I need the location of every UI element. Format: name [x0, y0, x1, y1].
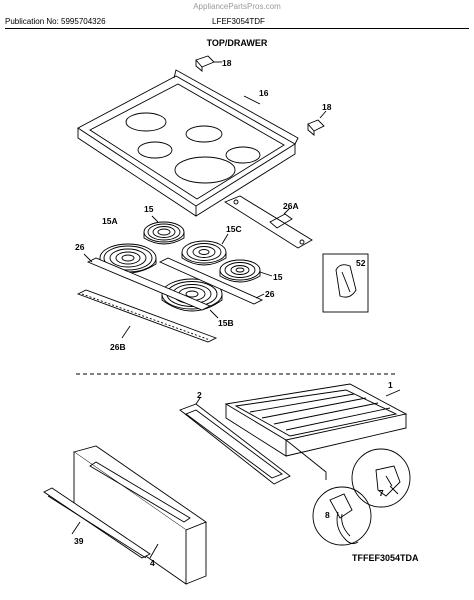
section-title: TOP/DRAWER — [206, 38, 268, 48]
model-number: LFEF3054TDF — [212, 17, 265, 26]
callout-18a: 18 — [222, 58, 232, 68]
handle-39 — [43, 487, 151, 559]
cooktop-part — [77, 69, 299, 217]
watermark: AppliancePartsPros.com — [193, 2, 281, 11]
callout-26a: 26A — [283, 201, 299, 211]
callout-18b: 18 — [322, 102, 332, 112]
callout-8: 8 — [325, 510, 330, 520]
callout-15b: 15B — [218, 318, 234, 328]
callout-15-right: 15 — [273, 272, 283, 282]
callout-2: 2 — [197, 390, 202, 400]
part-52-box — [322, 253, 369, 313]
callout-52: 52 — [356, 258, 366, 268]
clip-18-left — [195, 55, 222, 72]
callout-15-top: 15 — [144, 204, 154, 214]
callout-26-left: 26 — [75, 242, 85, 252]
part-8-switch — [329, 493, 359, 545]
publication-number: Publication No: 5995704326 — [5, 17, 106, 26]
callout-26b: 26B — [110, 342, 126, 352]
burner-15c — [181, 233, 229, 266]
callout-15a: 15A — [102, 216, 118, 226]
header-divider — [5, 28, 469, 29]
callout-1: 1 — [388, 380, 393, 390]
callout-39: 39 — [74, 536, 84, 546]
diagram-code: TFFEF3054TDA — [352, 553, 419, 563]
callout-16: 16 — [259, 88, 269, 98]
burner-15a — [99, 243, 157, 274]
trim-strip-26-left — [83, 253, 212, 311]
burner-15-right — [219, 259, 273, 283]
callout-circle-7 — [351, 448, 411, 508]
burner-15-top — [143, 215, 185, 245]
callout-circle-8 — [312, 486, 372, 546]
drawer-front-4 — [72, 445, 207, 585]
callout-4: 4 — [150, 558, 155, 568]
part-7-bracket — [375, 465, 401, 497]
callout-15c: 15C — [226, 224, 242, 234]
drawer-1 — [224, 383, 408, 480]
callout-7: 7 — [379, 488, 384, 498]
front-trim-26b — [76, 289, 218, 343]
bracket-26a — [224, 195, 313, 249]
drawer-panel-2 — [179, 397, 291, 485]
trim-strip-26-right — [158, 257, 265, 305]
callout-26-right: 26 — [265, 289, 275, 299]
clip-18-right — [307, 110, 327, 136]
